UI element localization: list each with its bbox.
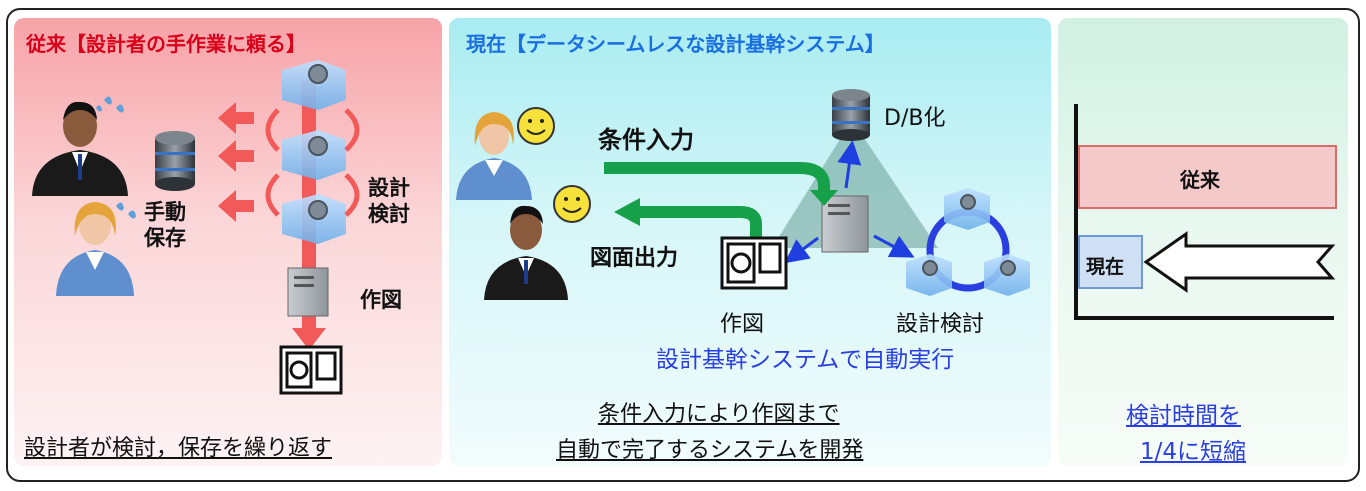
design-cube-icon — [984, 254, 1030, 296]
male-designer-icon — [32, 101, 128, 196]
design-review-label-2: 検討 — [368, 202, 410, 226]
smiley-icon — [517, 107, 555, 145]
design-cube-icon — [282, 60, 346, 110]
male-user-icon — [484, 205, 568, 300]
condition-input-label: 条件入力 — [598, 126, 694, 154]
server-icon — [821, 195, 869, 253]
conventional-caption: 設計者が検討，保存を繰り返す — [24, 436, 333, 461]
manual-save-label-1: 手動 — [144, 200, 186, 224]
bar-current — [1078, 235, 1143, 289]
iteration-arrows — [265, 108, 360, 217]
drawing-label: 作図 — [360, 288, 402, 312]
bar-conventional-label: 従来 — [1180, 168, 1220, 192]
manual-save-label-2: 保存 — [144, 226, 186, 250]
smiley-icon — [553, 185, 591, 223]
conventional-panel — [14, 18, 442, 466]
design-review-label-1: 設計 — [368, 176, 410, 200]
time-axes — [1074, 104, 1334, 320]
db-label: D/B化 — [884, 106, 946, 131]
bar-current-label: 現在 — [1086, 256, 1125, 278]
conventional-title: 従来【設計者の手作業に頼る】 — [26, 32, 306, 56]
design-cube-icon — [282, 194, 346, 244]
drawing-output-label: 図面出力 — [590, 246, 679, 271]
condition-input-arrow — [604, 162, 838, 206]
female-user-icon — [456, 112, 532, 200]
result-caption-line-1: 検討時間を — [1126, 403, 1241, 429]
current-caption-line-2: 自動で完了するシステムを開発 — [556, 438, 864, 463]
server-icon — [287, 267, 329, 317]
system-arrows — [784, 140, 915, 264]
drawing-document-icon — [720, 236, 788, 290]
result-caption-line-2: 1/4に短縮 — [1140, 439, 1247, 465]
drawing-document-icon — [279, 345, 343, 395]
save-arrows — [218, 102, 254, 222]
database-icon — [832, 89, 870, 141]
bar-conventional — [1078, 145, 1337, 209]
database-icon — [155, 131, 195, 191]
female-designer-icon — [56, 202, 134, 296]
design-cube-icon — [906, 254, 952, 296]
current-caption-line-1: 条件入力により作図まで — [598, 402, 840, 427]
sweat-drops-icon — [96, 96, 124, 113]
reduction-arrow — [1143, 231, 1336, 293]
design-cube-icon — [282, 130, 346, 180]
current-title: 現在【データシームレスな設計基幹システム】 — [466, 32, 885, 56]
drawing-label: 作図 — [720, 312, 765, 337]
auto-exec-label: 設計基幹システムで自動実行 — [656, 347, 955, 373]
system-triangle — [772, 120, 938, 248]
design-review-label: 設計検討 — [896, 312, 985, 337]
sweat-drops-icon — [116, 202, 136, 219]
drawing-output-arrow — [614, 198, 762, 240]
design-cube-icon — [944, 188, 990, 230]
